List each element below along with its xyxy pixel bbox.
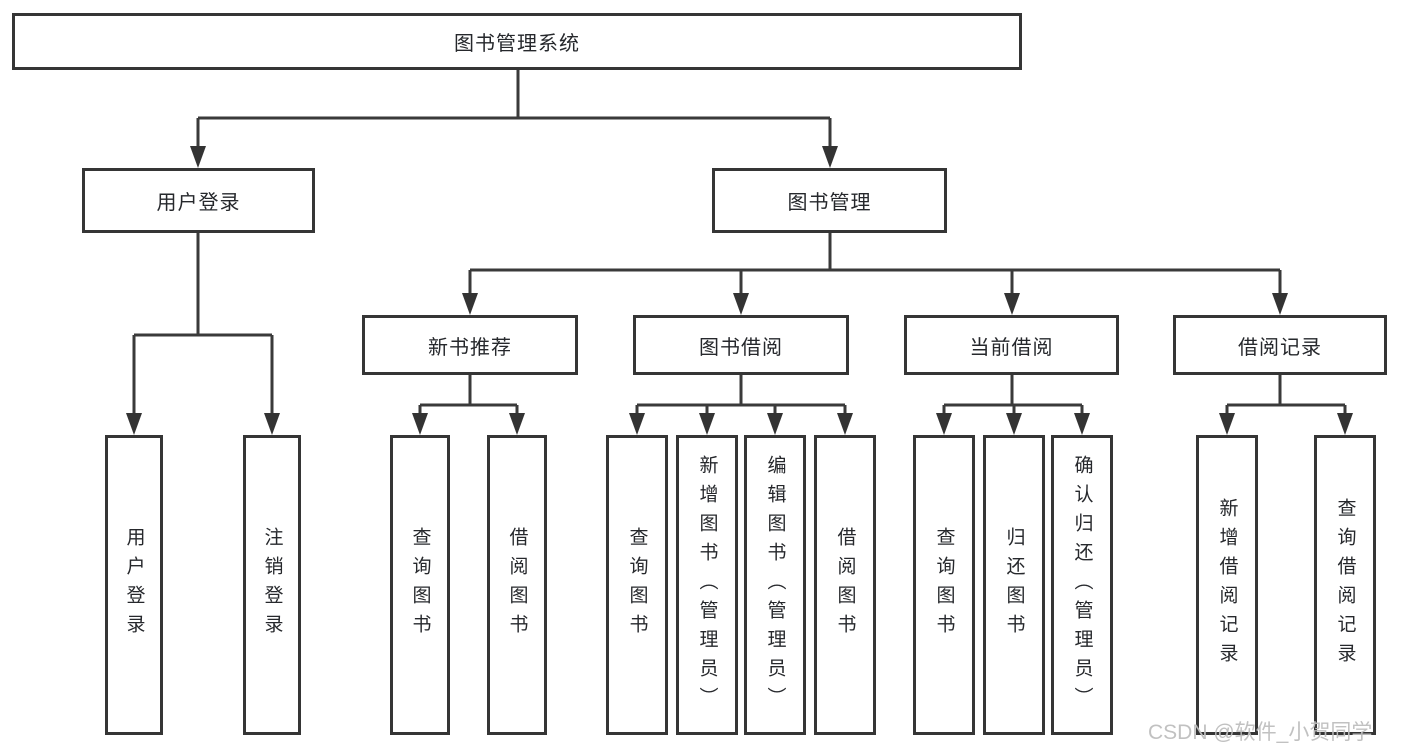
leaf-borrow-books: 借阅图书 bbox=[814, 435, 876, 735]
node-user-login: 用户登录 bbox=[82, 168, 315, 233]
node-root-library-system: 图书管理系统 bbox=[12, 13, 1022, 70]
arrowhead-icon bbox=[629, 413, 645, 435]
csdn-watermark: CSDN @软件_小贺同学 bbox=[1148, 721, 1373, 744]
node-label: 查询借阅记录 bbox=[1334, 498, 1356, 672]
node-label: 新增借阅记录 bbox=[1216, 498, 1238, 672]
node-label: 新书推荐 bbox=[428, 336, 512, 359]
node-label: 归还图书 bbox=[1003, 527, 1025, 643]
node-label: 查询图书 bbox=[626, 527, 648, 643]
leaf-logout: 注销登录 bbox=[243, 435, 301, 735]
arrowhead-icon bbox=[1272, 293, 1288, 315]
node-label: 图书管理系统 bbox=[454, 33, 580, 55]
arrowhead-icon bbox=[462, 293, 478, 315]
node-current-borrow: 当前借阅 bbox=[904, 315, 1119, 375]
arrowhead-icon bbox=[190, 146, 206, 168]
leaf-add-borrow-record: 新增借阅记录 bbox=[1196, 435, 1258, 735]
leaf-recommend-borrow-books: 借阅图书 bbox=[487, 435, 547, 735]
arrowhead-icon bbox=[1074, 413, 1090, 435]
node-label: 当前借阅 bbox=[969, 336, 1054, 359]
arrowhead-icon bbox=[1219, 413, 1235, 435]
arrowhead-icon bbox=[126, 413, 142, 435]
arrowhead-icon bbox=[412, 413, 428, 435]
node-book-borrow: 图书借阅 bbox=[633, 315, 849, 375]
leaf-return-books: 归还图书 bbox=[983, 435, 1045, 735]
arrowhead-icon bbox=[264, 413, 280, 435]
leaf-current-query-books: 查询图书 bbox=[913, 435, 975, 735]
node-borrow-records: 借阅记录 bbox=[1173, 315, 1387, 375]
leaf-recommend-query-books: 查询图书 bbox=[390, 435, 450, 735]
node-label: 图书借阅 bbox=[699, 336, 783, 359]
leaf-edit-books-admin: 编辑图书（管理员） bbox=[744, 435, 806, 735]
arrowhead-icon bbox=[1006, 413, 1022, 435]
leaf-borrow-query-books: 查询图书 bbox=[606, 435, 668, 735]
node-label: 查询图书 bbox=[409, 527, 431, 643]
leaf-user-login: 用户登录 bbox=[105, 435, 163, 735]
node-label: 注销登录 bbox=[261, 527, 283, 643]
node-label: 确认归还（管理员） bbox=[1071, 454, 1093, 716]
node-label: 借阅图书 bbox=[506, 527, 528, 643]
arrowhead-icon bbox=[699, 413, 715, 435]
arrowhead-icon bbox=[767, 413, 783, 435]
node-label: 借阅图书 bbox=[834, 527, 856, 643]
node-label: 用户登录 bbox=[123, 527, 145, 643]
arrowhead-icon bbox=[936, 413, 952, 435]
node-label: 借阅记录 bbox=[1238, 336, 1322, 359]
leaf-add-books-admin: 新增图书（管理员） bbox=[676, 435, 738, 735]
arrowhead-icon bbox=[733, 293, 749, 315]
arrowhead-icon bbox=[1004, 293, 1020, 315]
arrowhead-icon bbox=[822, 146, 838, 168]
arrowheads bbox=[126, 146, 1353, 435]
node-label: 图书管理 bbox=[787, 192, 872, 214]
arrowhead-icon bbox=[1337, 413, 1353, 435]
node-label: 查询图书 bbox=[933, 527, 955, 643]
node-new-book-recommend: 新书推荐 bbox=[362, 315, 578, 375]
node-label: 用户登录 bbox=[156, 192, 241, 214]
node-label: 编辑图书（管理员） bbox=[764, 454, 786, 716]
node-label: 新增图书（管理员） bbox=[696, 454, 718, 716]
node-book-management: 图书管理 bbox=[712, 168, 947, 233]
leaf-confirm-return-admin: 确认归还（管理员） bbox=[1051, 435, 1113, 735]
leaf-query-borrow-record: 查询借阅记录 bbox=[1314, 435, 1376, 735]
arrowhead-icon bbox=[837, 413, 853, 435]
arrowhead-icon bbox=[509, 413, 525, 435]
